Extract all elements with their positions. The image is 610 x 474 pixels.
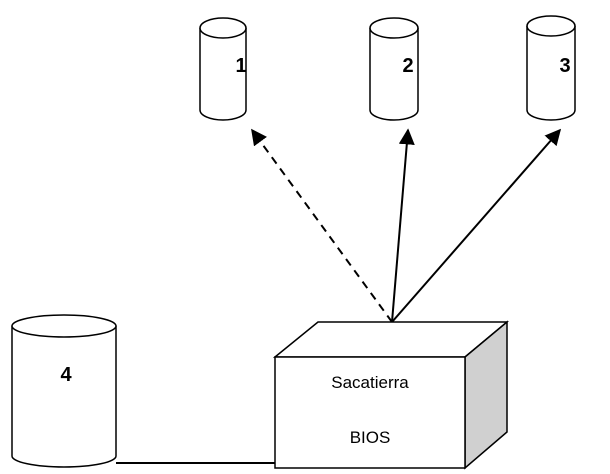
- cylinder-label: 3: [559, 55, 570, 77]
- cylinder-label: 1: [235, 55, 246, 77]
- box-sub-label: BIOS: [350, 428, 391, 447]
- bios-box: Sacatierra BIOS: [272, 320, 510, 470]
- database-cylinder-4: 4: [11, 314, 117, 468]
- database-cylinder-2: 2: [369, 17, 419, 121]
- cylinder-label: 4: [60, 364, 72, 386]
- connector-box-to-cylinder-1: [251, 128, 393, 323]
- cylinder-label: 2: [402, 55, 413, 77]
- database-cylinder-1: 1: [199, 17, 247, 121]
- connector-box-to-cylinder-2: [391, 128, 415, 323]
- database-cylinder-3: 3: [526, 15, 576, 121]
- box-front-face: [274, 356, 466, 469]
- connector-box-to-cylinder-3: [391, 128, 562, 323]
- box-name-label: Sacatierra: [331, 373, 409, 392]
